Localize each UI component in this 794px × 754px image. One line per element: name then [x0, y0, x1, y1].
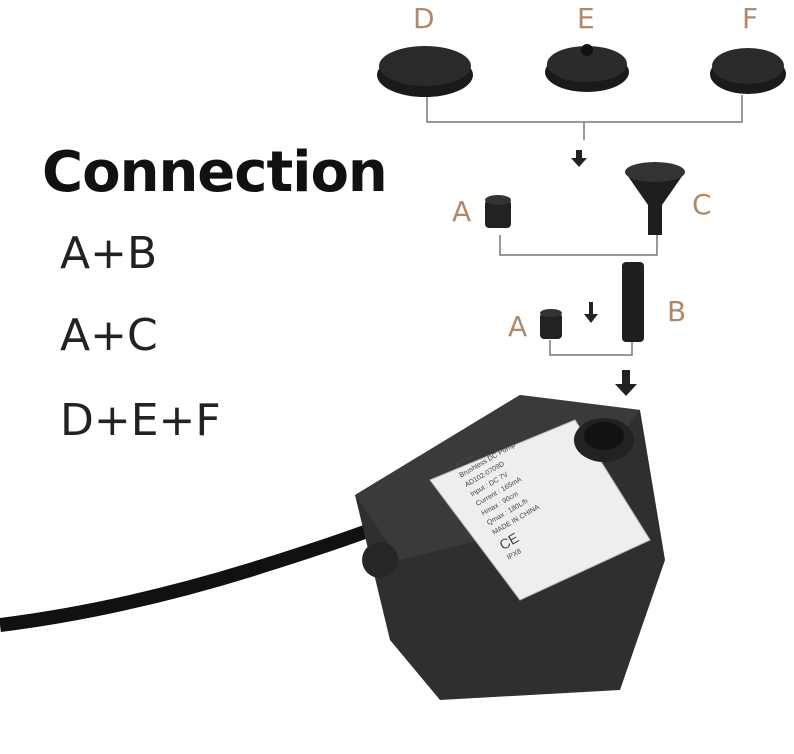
label-d: D	[413, 2, 435, 35]
heading: Connection	[42, 140, 388, 205]
arrows	[571, 150, 637, 396]
label-f: F	[742, 2, 759, 35]
part-b-tube	[622, 262, 644, 342]
part-c-funnel	[625, 162, 685, 235]
connector-lines	[426, 95, 743, 356]
label-c: C	[692, 188, 712, 221]
label-a-top: A	[452, 195, 472, 228]
nozzle-d	[377, 46, 473, 97]
part-a-top	[485, 195, 511, 228]
label-e: E	[577, 2, 595, 35]
combination-2: A+C	[60, 310, 158, 361]
part-a-bottom	[540, 309, 562, 339]
combination-1: A+B	[60, 228, 158, 279]
combination-3: D+E+F	[60, 395, 221, 446]
nozzle-e	[545, 44, 629, 92]
label-a-bottom: A	[508, 310, 528, 343]
nozzle-f	[710, 48, 786, 94]
label-b: B	[667, 295, 687, 328]
pump-body	[0, 395, 665, 700]
